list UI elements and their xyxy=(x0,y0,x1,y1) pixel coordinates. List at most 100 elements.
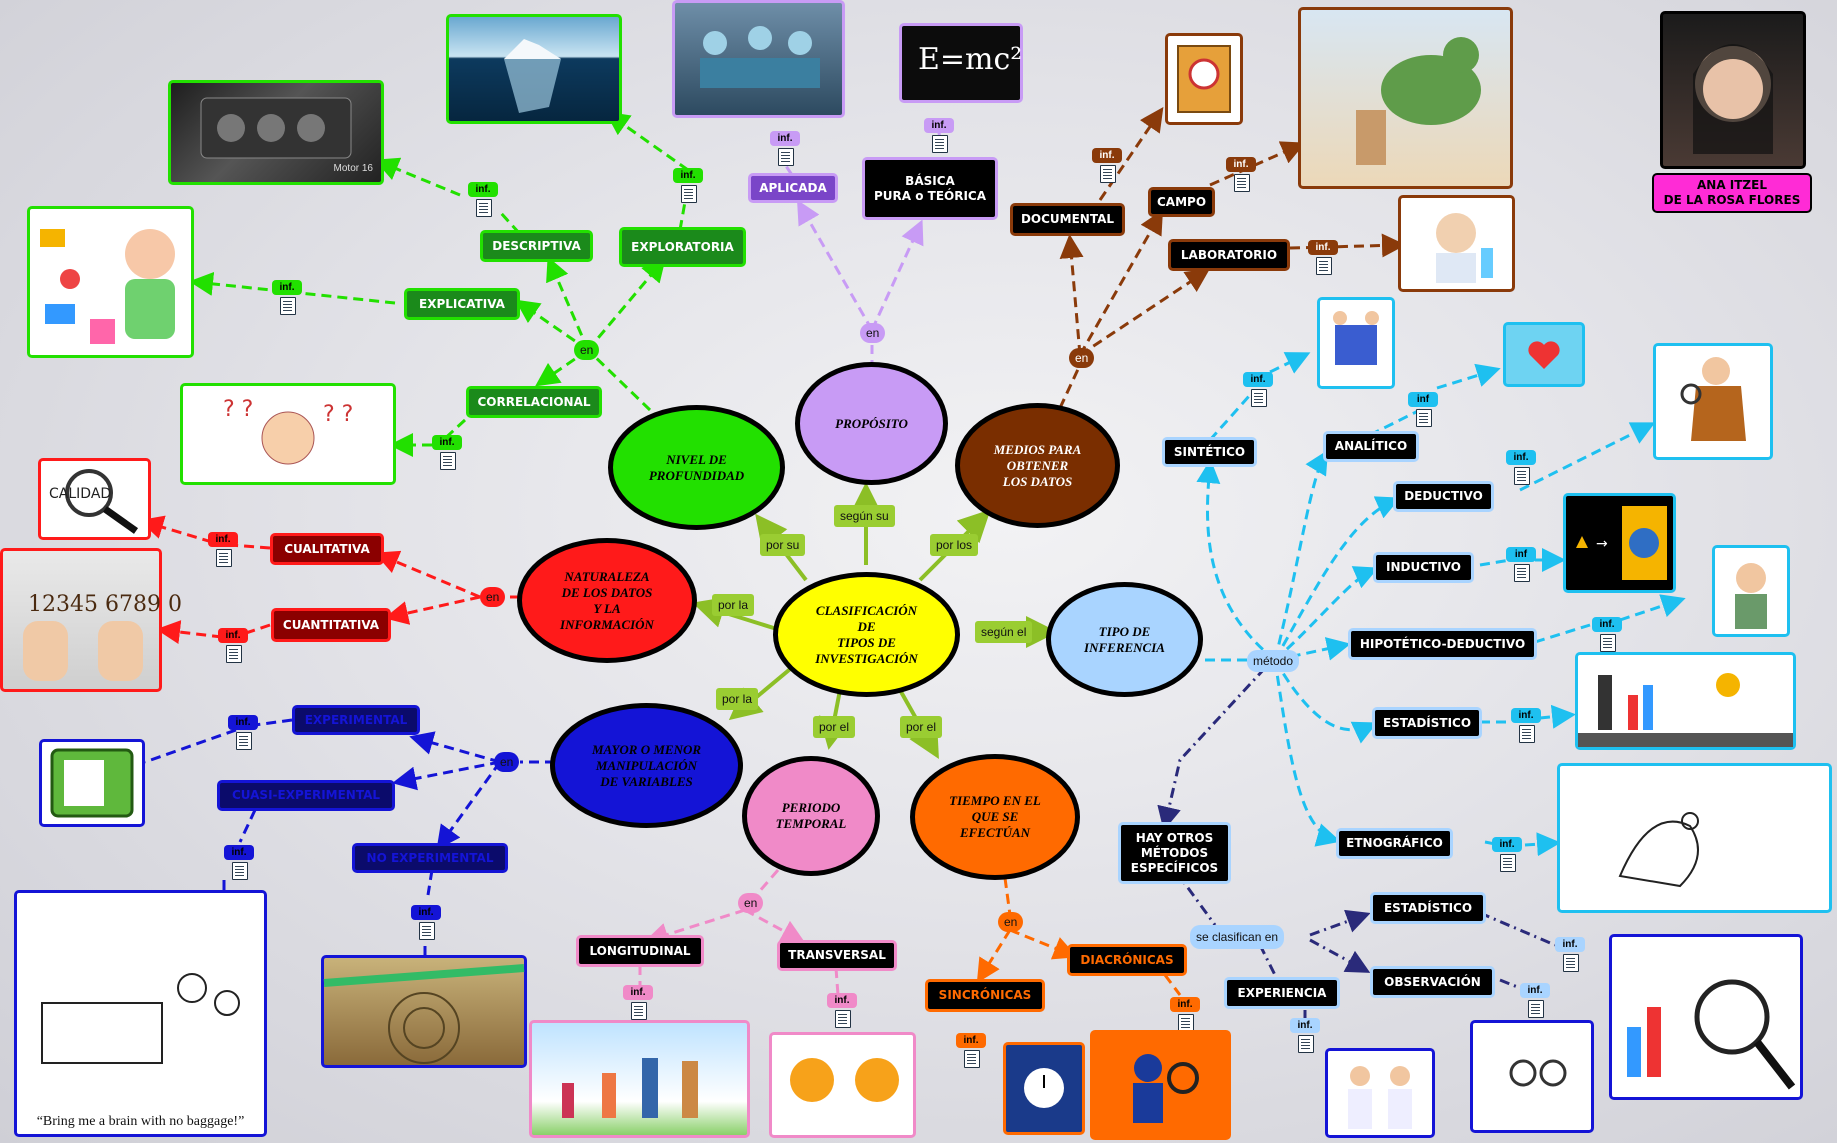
leaf-cualitativa[interactable]: CUALITATIVA xyxy=(270,533,384,565)
category-proposito[interactable]: PROPÓSITO xyxy=(795,362,948,485)
leaf-estadistico-metodo[interactable]: ESTADÍSTICO xyxy=(1372,707,1482,739)
inf-correlacional[interactable]: inf. xyxy=(432,435,462,470)
leaf-aplicada[interactable]: APLICADA xyxy=(748,173,838,203)
aging-people-image[interactable] xyxy=(529,1020,750,1138)
leaf-hipotetico-deductivo[interactable]: HIPOTÉTICO-DEDUCTIVO xyxy=(1348,628,1537,660)
inf-experiencia[interactable]: inf. xyxy=(1290,1018,1320,1053)
leaf-deductivo[interactable]: DEDUCTIVO xyxy=(1393,481,1494,512)
center-node[interactable]: CLASIFICACIÓN DE TIPOS DE INVESTIGACIÓN xyxy=(773,572,960,697)
leaf-experiencia[interactable]: EXPERIENCIA xyxy=(1224,977,1340,1009)
leaf-cuasi-experimental[interactable]: CUASI-EXPERIMENTAL xyxy=(217,780,395,811)
detective-image[interactable] xyxy=(1653,343,1773,460)
thinking-child-image[interactable]: ? ?? ? xyxy=(180,383,396,485)
dinosaur-image[interactable] xyxy=(1298,7,1513,189)
inf-transversal[interactable]: inf. xyxy=(827,993,857,1028)
leaf-documental[interactable]: DOCUMENTAL xyxy=(1010,203,1125,236)
category-medios[interactable]: MEDIOS PARA OBTENER LOS DATOS xyxy=(955,403,1120,528)
leaf-transversal[interactable]: TRANSVERSAL xyxy=(777,940,897,971)
inf-descriptiva[interactable]: inf. xyxy=(468,182,498,217)
inf-longitudinal[interactable]: inf. xyxy=(623,985,653,1020)
inf-laboratorio[interactable]: inf. xyxy=(1308,240,1338,275)
inf-estadistico-clasifica[interactable]: inf. xyxy=(1555,937,1585,972)
documents-image[interactable] xyxy=(1165,33,1243,125)
inf-cuantitativa[interactable]: inf. xyxy=(218,628,248,663)
garfield-image[interactable] xyxy=(769,1032,916,1138)
team-meeting-image[interactable] xyxy=(1317,297,1395,389)
inf-aplicada[interactable]: inf. xyxy=(770,131,800,166)
inf-basica[interactable]: inf. xyxy=(924,118,954,153)
investigator-image[interactable] xyxy=(1712,545,1790,637)
inf-estadistico-metodo[interactable]: inf. xyxy=(1511,708,1541,743)
leaf-correlacional[interactable]: CORRELACIONAL xyxy=(466,386,602,418)
category-tiempo[interactable]: TIEMPO EN EL QUE SE EFECTÚAN xyxy=(910,754,1080,880)
leaf-diacronicas[interactable]: DIACRÓNICAS xyxy=(1067,944,1187,976)
category-nivel-profundidad[interactable]: NIVEL DE PROFUNDIDAD xyxy=(608,405,785,530)
clocks-image[interactable] xyxy=(1003,1042,1085,1135)
author-photo[interactable] xyxy=(1660,11,1806,169)
inf-sintetico[interactable]: inf. xyxy=(1243,372,1273,407)
leaf-experimental[interactable]: EXPERIMENTAL xyxy=(292,705,420,735)
doctors-image[interactable] xyxy=(1325,1048,1435,1138)
team-icon xyxy=(1333,311,1379,365)
category-periodo-temporal[interactable]: PERIODO TEMPORAL xyxy=(742,756,880,876)
statistics-image[interactable] xyxy=(1575,652,1796,750)
inf-exploratoria[interactable]: inf. xyxy=(673,168,703,203)
inf-campo[interactable]: inf. xyxy=(1226,157,1256,192)
inf-analitico[interactable]: inf xyxy=(1408,392,1438,427)
category-naturaleza[interactable]: NATURALEZA DE LOS DATOS Y LA INFORMACIÓN xyxy=(517,538,697,663)
leaf-sincronicas[interactable]: SINCRÓNICAS xyxy=(925,979,1045,1012)
inf-observacion[interactable]: inf. xyxy=(1520,983,1550,1018)
link-en-nivel: en xyxy=(574,340,600,360)
leaf-otros-metodos[interactable]: HAY OTROS MÉTODOS ESPECÍFICOS xyxy=(1118,822,1231,884)
inf-inductivo[interactable]: inf xyxy=(1506,547,1536,582)
document-icon xyxy=(681,185,697,203)
formula-board-image[interactable]: E=mc² xyxy=(899,23,1023,103)
inf-deductivo[interactable]: inf. xyxy=(1506,450,1536,485)
leaf-exploratoria[interactable]: EXPLORATORIA xyxy=(619,227,746,267)
leaf-cuantitativa[interactable]: CUANTITATIVA xyxy=(271,608,391,642)
iceberg-image[interactable] xyxy=(446,14,622,124)
leaf-observacion[interactable]: OBSERVACIÓN xyxy=(1370,966,1495,998)
inf-cualitativa[interactable]: inf. xyxy=(208,532,238,567)
leaf-etnografico[interactable]: ETNOGRÁFICO xyxy=(1336,828,1453,859)
inf-experimental[interactable]: inf. xyxy=(228,715,258,750)
lab-scientist-image[interactable] xyxy=(1398,195,1515,292)
inf-no-experimental[interactable]: inf. xyxy=(411,905,441,940)
leaf-analitico[interactable]: ANALÍTICO xyxy=(1323,431,1419,462)
calidad-image[interactable]: CALIDAD xyxy=(38,458,151,540)
inf-tag: inf. xyxy=(1170,997,1200,1012)
school-supplies-image[interactable] xyxy=(27,206,194,358)
inf-etnografico[interactable]: inf. xyxy=(1492,837,1522,872)
leaf-laboratorio[interactable]: LABORATORIO xyxy=(1168,239,1290,271)
inf-sincronicas[interactable]: inf. xyxy=(956,1033,986,1068)
category-tipo-inferencia[interactable]: TIPO DE INFERENCIA xyxy=(1046,582,1203,697)
inf-documental[interactable]: inf. xyxy=(1092,148,1122,183)
leaf-descriptiva[interactable]: DESCRIPTIVA xyxy=(480,230,593,262)
leaf-campo[interactable]: CAMPO xyxy=(1148,187,1215,217)
inductive-image[interactable]: → xyxy=(1563,493,1676,593)
observer-image[interactable] xyxy=(1470,1020,1594,1133)
inf-cuasi-experimental[interactable]: inf. xyxy=(224,845,254,880)
category-manipulacion[interactable]: MAYOR O MENOR MANIPULACIÓN DE VARIABLES xyxy=(550,703,743,828)
inf-diacronicas[interactable]: inf. xyxy=(1170,997,1200,1032)
leaf-basica[interactable]: BÁSICA PURA o TEÓRICA xyxy=(862,157,998,220)
inf-hipotetico[interactable]: inf. xyxy=(1592,617,1622,652)
leaf-no-experimental[interactable]: NO EXPERIMENTAL xyxy=(352,843,508,873)
inf-explicativa[interactable]: inf. xyxy=(272,280,302,315)
brain-cartoon-image[interactable]: “Bring me a brain with no baggage!” xyxy=(14,890,267,1137)
leaf-longitudinal[interactable]: LONGITUDINAL xyxy=(576,935,704,967)
charts-magnifier-image[interactable] xyxy=(1609,934,1803,1100)
leaf-inductivo[interactable]: INDUCTIVO xyxy=(1373,552,1474,583)
magnifier-figure-image[interactable] xyxy=(1090,1030,1231,1140)
cabinet-image[interactable] xyxy=(39,739,145,827)
leaf-sintetico[interactable]: SINTÉTICO xyxy=(1162,437,1257,467)
analysis-image[interactable] xyxy=(1503,322,1585,387)
engine-image[interactable]: Motor 16 xyxy=(168,80,384,185)
numbers-hands-image[interactable]: 12345 6789 0 xyxy=(0,548,182,692)
dinosaur-icon xyxy=(1356,37,1481,165)
leaf-explicativa[interactable]: EXPLICATIVA xyxy=(404,288,520,320)
leaf-estadistico-clasifica[interactable]: ESTADÍSTICO xyxy=(1370,892,1486,924)
surgery-image[interactable] xyxy=(672,0,845,118)
geology-image[interactable] xyxy=(321,955,527,1068)
ethnography-image[interactable] xyxy=(1557,763,1832,913)
